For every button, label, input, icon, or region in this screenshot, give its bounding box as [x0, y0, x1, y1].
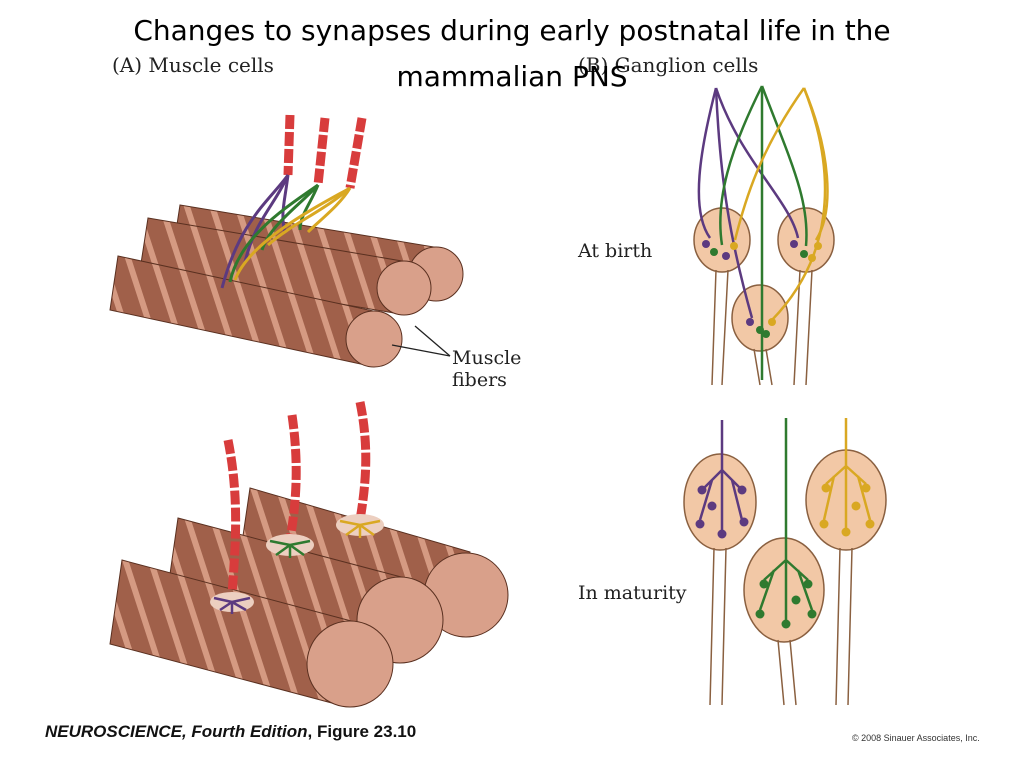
book-title: NEUROSCIENCE, Fourth Edition [45, 722, 308, 741]
panel-a-label: (A) Muscle cells [112, 53, 274, 77]
in-maturity-label: In maturity [578, 582, 687, 604]
muscle-fiber [109, 559, 394, 708]
nmj-purple [210, 592, 254, 614]
ganglion-cell [731, 284, 789, 386]
nmj-yellow [336, 514, 384, 538]
axon-red [345, 117, 367, 189]
panel-b-label: (B) Ganglion cells [578, 53, 759, 77]
axon-red [285, 414, 301, 541]
axon-red [313, 117, 330, 186]
muscle-label-pointers [391, 325, 451, 357]
figure-reference: , Figure 23.10 [307, 722, 417, 741]
slide-title-line1: Changes to synapses during early postnat… [133, 14, 891, 47]
copyright-notice: © 2008 Sinauer Associates, Inc. [852, 733, 980, 743]
nmj-green [266, 534, 314, 558]
preganglionic-axons-mature [698, 418, 872, 620]
muscle-fibers-mature [109, 487, 509, 708]
ganglion-cells-birth [693, 207, 835, 386]
synaptic-boutons-birth [702, 240, 822, 338]
motor-axons-mature [223, 401, 371, 596]
synaptic-boutons-mature [695, 483, 875, 629]
axon-red [355, 401, 371, 521]
muscle-label-line1: Muscle [452, 347, 522, 369]
at-birth-label: At birth [578, 240, 653, 262]
muscle-fiber [109, 255, 403, 368]
muscle-label-line2: fibers [452, 369, 507, 391]
slide-title-line2: mammalian PNS [396, 60, 628, 93]
axon-red [223, 439, 241, 596]
muscle-fibers-label: Muscle fibers [452, 347, 521, 391]
figure-citation: NEUROSCIENCE, Fourth Edition, Figure 23.… [45, 722, 416, 742]
motor-axons-birth [220, 114, 367, 289]
muscle-fibers-birth [109, 204, 464, 368]
axon-red [283, 114, 295, 176]
muscle-fiber [139, 217, 432, 316]
slide-title: Changes to synapses during early postnat… [0, 8, 1024, 100]
